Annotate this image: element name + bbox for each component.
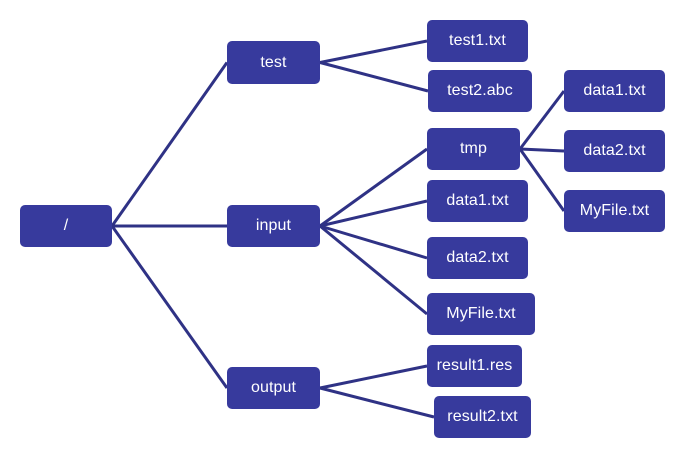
tree-node-label: test1.txt	[449, 32, 506, 49]
tree-node-label: tmp	[460, 140, 487, 157]
tree-node-label: result2.txt	[447, 408, 518, 425]
tree-node-tmp_data1[interactable]: data1.txt	[564, 70, 665, 112]
tree-edge-root-to-test	[110, 61, 229, 227]
tree-node-test[interactable]: test	[227, 41, 320, 84]
tree-node-tmp_myfile[interactable]: MyFile.txt	[564, 190, 665, 232]
tree-node-label: test	[260, 53, 287, 71]
tree-node-tmp_data2[interactable]: data2.txt	[564, 130, 665, 172]
tree-node-result2[interactable]: result2.txt	[434, 396, 531, 438]
tree-node-label: test2.abc	[447, 82, 513, 99]
tree-edge-input-to-in_data2	[319, 224, 428, 260]
tree-node-in_myfile[interactable]: MyFile.txt	[427, 293, 535, 335]
tree-edge-test-to-test2	[319, 61, 429, 93]
tree-node-label: data1.txt	[583, 82, 646, 99]
tree-node-root[interactable]: /	[20, 205, 112, 247]
tree-edge-input-to-in_data1	[319, 199, 428, 228]
tree-node-output[interactable]: output	[227, 367, 320, 409]
tree-node-test1[interactable]: test1.txt	[427, 20, 528, 62]
tree-edge-input-to-in_myfile	[319, 224, 428, 316]
tree-node-label: MyFile.txt	[446, 305, 516, 322]
tree-edge-test-to-test1	[319, 39, 428, 64]
tree-node-label: data1.txt	[446, 192, 509, 209]
tree-node-label: MyFile.txt	[579, 202, 650, 219]
tree-edge-output-to-result2	[319, 386, 435, 419]
tree-edge-input-to-tmp	[319, 147, 428, 228]
tree-node-in_data1[interactable]: data1.txt	[427, 180, 528, 222]
tree-node-test2[interactable]: test2.abc	[428, 70, 532, 112]
tree-node-label: output	[250, 379, 297, 396]
tree-node-label: data2.txt	[446, 249, 509, 266]
tree-node-label: /	[63, 217, 69, 234]
tree-node-label: result1.res	[436, 357, 513, 374]
tree-edge-output-to-result1	[319, 364, 428, 390]
tree-edge-tmp-to-tmp_data2	[519, 147, 565, 153]
tree-node-input[interactable]: input	[227, 205, 320, 247]
tree-node-tmp[interactable]: tmp	[427, 128, 520, 170]
tree-node-in_data2[interactable]: data2.txt	[427, 237, 528, 279]
tree-node-label: input	[255, 217, 292, 234]
tree-edge-root-to-output	[110, 225, 229, 389]
tree-node-result1[interactable]: result1.res	[427, 345, 522, 387]
tree-node-label: data2.txt	[583, 142, 646, 159]
